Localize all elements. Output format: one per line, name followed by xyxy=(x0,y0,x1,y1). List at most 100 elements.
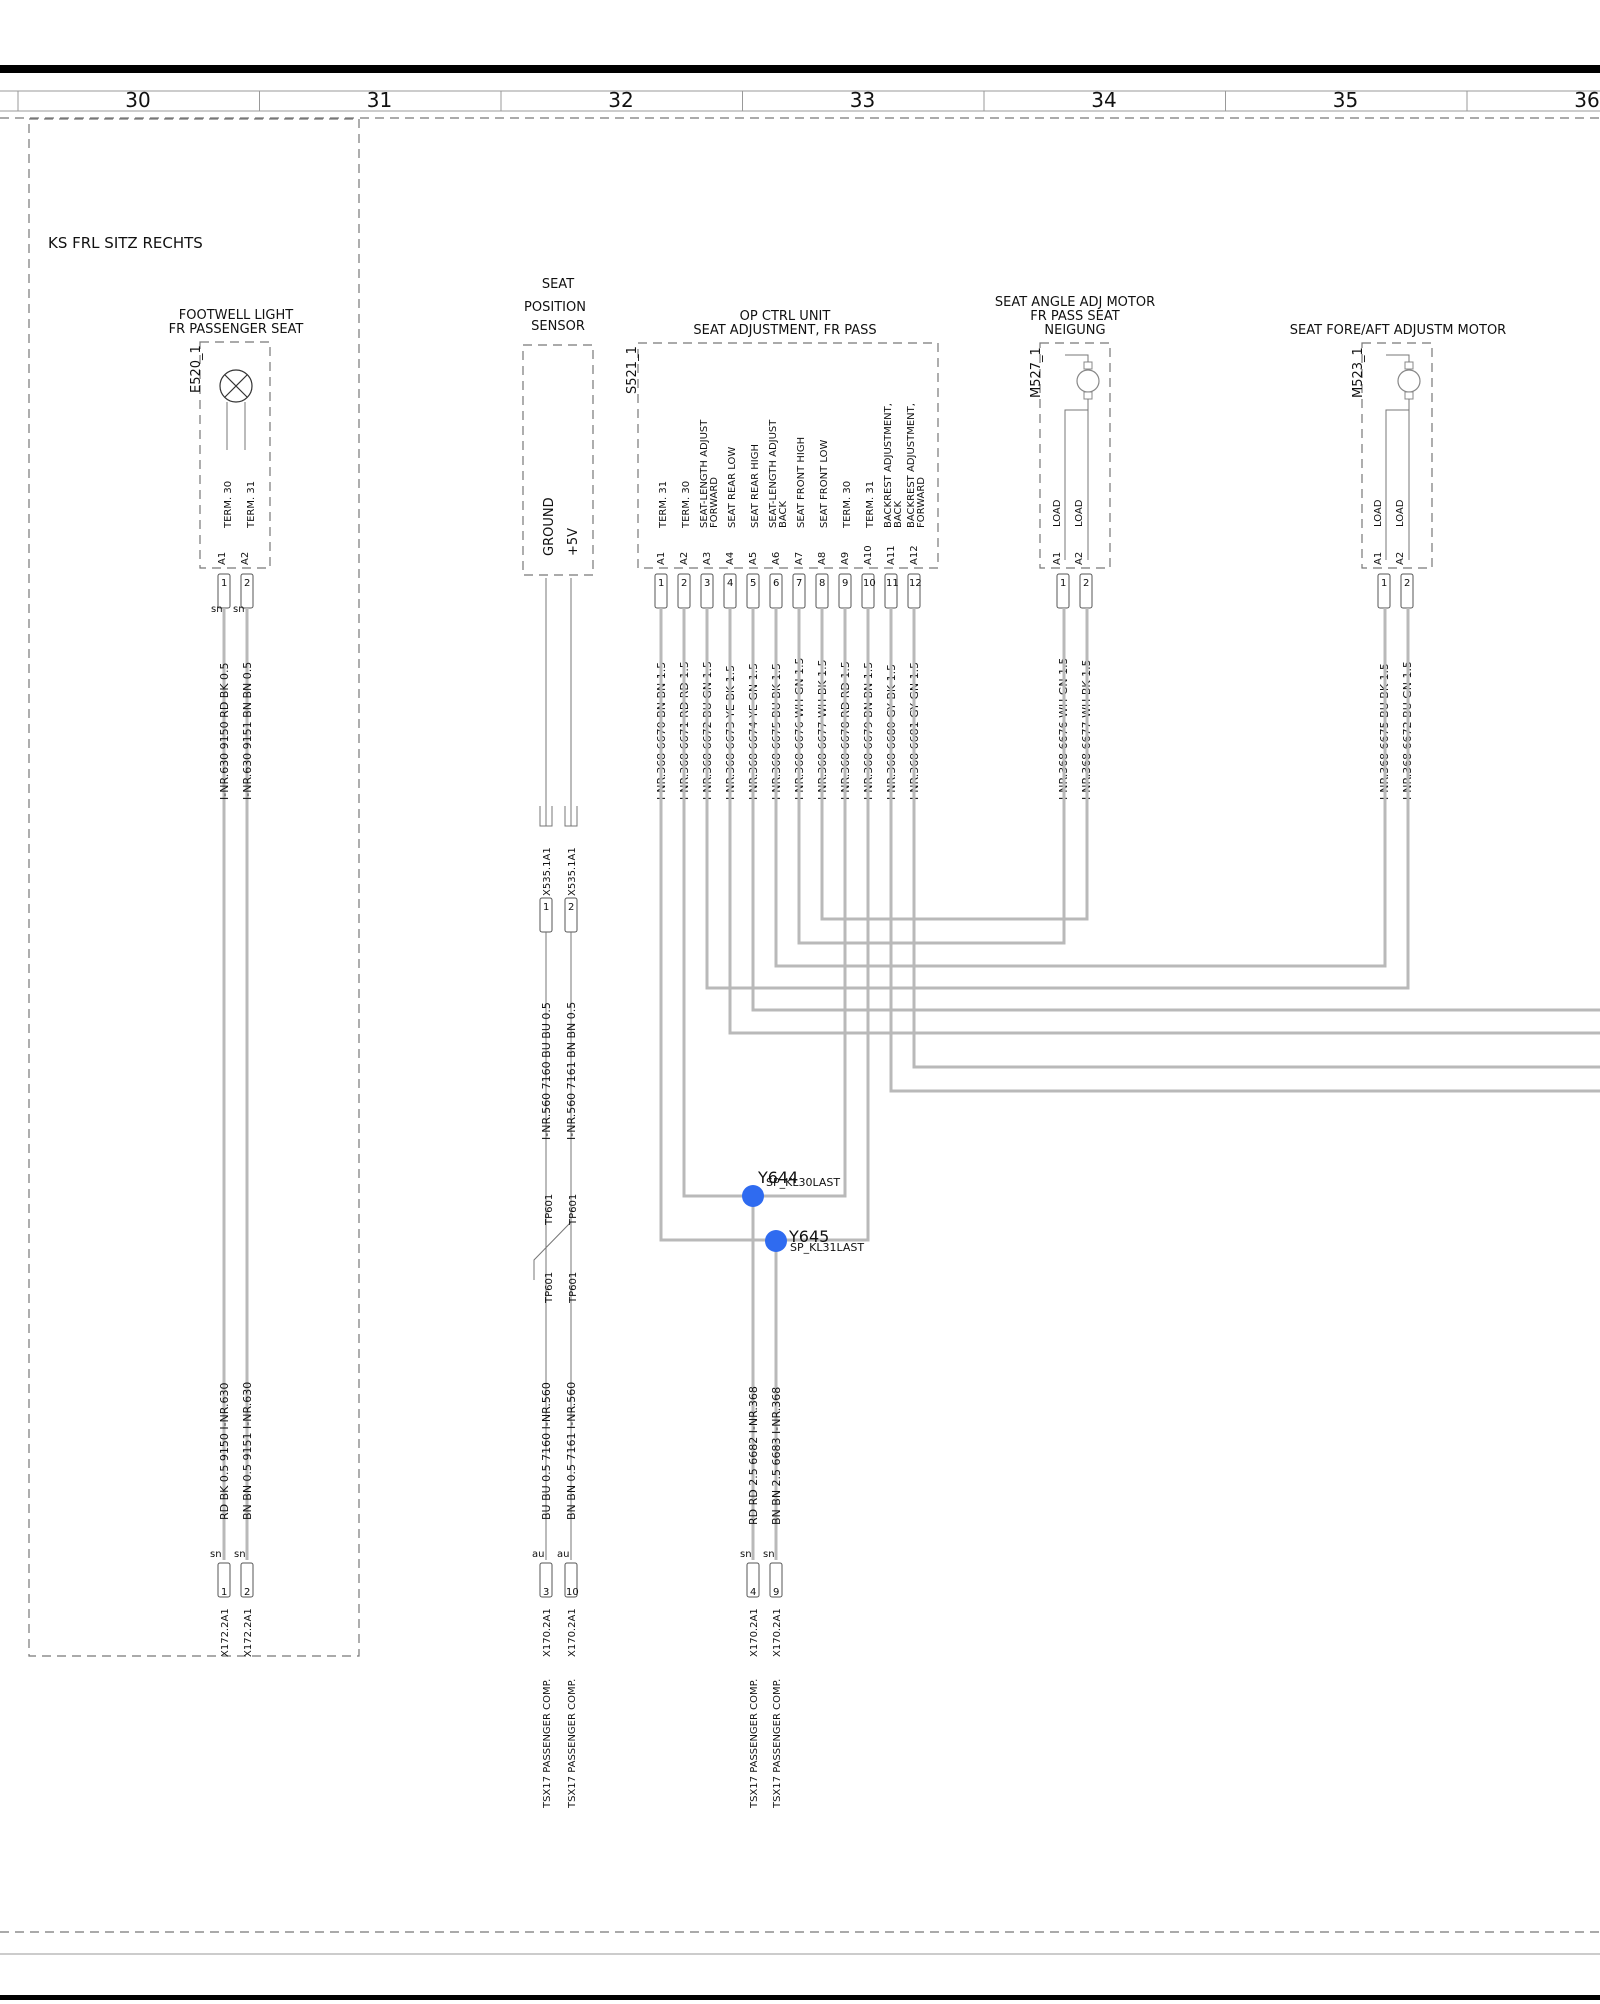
sensor-title-3: SENSOR xyxy=(531,319,585,334)
bc-splice-pin-1: 4 xyxy=(750,1587,756,1598)
sensor-wire2-bottom-label: BN BN 0.5 7161 I-NR.560 xyxy=(565,1382,578,1520)
bc-sensor-dest-1: TSX17 PASSENGER COMP. xyxy=(542,1679,553,1809)
sensor-wire1-label: I-NR.560 7160 BU BU 0.5 xyxy=(540,1002,553,1140)
pin-number: 7 xyxy=(796,578,802,589)
splice-y644-name: SP_KL30LAST xyxy=(766,1176,840,1189)
opctrl-pin-function: TERM. 30 xyxy=(681,481,692,529)
opctrl-pin-name: A5 xyxy=(748,552,759,565)
column-number: 32 xyxy=(608,88,633,112)
pin-number: 2 xyxy=(681,578,687,589)
opctrl-title-1: OP CTRL UNIT xyxy=(740,309,831,324)
op-ctrl-unit: OP CTRL UNIT SEAT ADJUSTMENT, FR PASS S5… xyxy=(625,309,939,800)
angle-title-3: NEIGUNG xyxy=(1044,323,1105,338)
bottom-connectors: sn sn 1 2 X172.2A1 X172.2A1 au au 3 10 X… xyxy=(210,1549,783,1809)
bc-splice-pin-2: 9 xyxy=(773,1587,779,1598)
column-number: 30 xyxy=(125,88,150,112)
sensor-wire2-label: I-NR.560 7161 BN BN 0.5 xyxy=(565,1002,578,1140)
bc-sensor-pin-1: 3 xyxy=(543,1587,549,1598)
opctrl-pin-function: BACKREST ADJUSTMENT, xyxy=(906,403,917,528)
motor-icon xyxy=(1076,369,1100,393)
column-number: 33 xyxy=(850,88,875,112)
footwell-title-2: FR PASSENGER SEAT xyxy=(169,322,304,337)
foreaft-ref: M523_1 xyxy=(1351,347,1366,398)
footwell-housing xyxy=(199,341,271,569)
bc-sensor-tag-1: au xyxy=(532,1549,544,1560)
angle-load-1: LOAD xyxy=(1052,499,1063,527)
tp601-label-4: TP601 xyxy=(568,1272,579,1304)
opctrl-pin-a12: BACKREST ADJUSTMENT,FORWARDA1212I-NR.368… xyxy=(906,403,927,800)
svg-text:1: 1 xyxy=(221,578,227,589)
pin-number: 4 xyxy=(727,578,733,589)
opctrl-pin-function: SEAT REAR HIGH xyxy=(750,444,761,528)
routed-wires xyxy=(659,608,1600,1560)
footwell-title-1: FOOTWELL LIGHT xyxy=(179,308,293,323)
tp601-label-3: TP601 xyxy=(544,1272,555,1304)
opctrl-pin-function: FORWARD xyxy=(709,477,720,528)
pin-number: 10 xyxy=(863,578,876,589)
splice-y645-id: Y645 xyxy=(788,1227,829,1246)
area-boundary xyxy=(28,118,360,1657)
footwell-light: FOOTWELL LIGHT FR PASSENGER SEAT E520_1 … xyxy=(169,308,304,1560)
svg-text:1: 1 xyxy=(543,902,549,913)
opctrl-pin-function: BACKREST ADJUSTMENT, xyxy=(883,403,894,528)
opctrl-ref: S521_1 xyxy=(625,346,640,394)
pin-number: 9 xyxy=(842,578,848,589)
angle-ref: M527_1 xyxy=(1029,347,1044,398)
angle-title-2: FR PASS SEAT xyxy=(1030,309,1120,324)
pin-number: 6 xyxy=(773,578,779,589)
footwell-ref: E520_1 xyxy=(189,345,204,393)
footwell-pin1-tag: sn xyxy=(211,604,223,615)
opctrl-pin-name: A9 xyxy=(840,552,851,565)
pin-number: 8 xyxy=(819,578,825,589)
lamp-cross-icon xyxy=(224,374,248,398)
bc-splice-dest-1: TSX17 PASSENGER COMP. xyxy=(749,1679,760,1809)
footwell-wire2-bottom-label: BN BN 0.5 9151 I-NR.630 xyxy=(241,1382,254,1520)
bc-sensor-tag-2: au xyxy=(557,1549,569,1560)
sensor-title-1: SEAT xyxy=(542,277,574,292)
pin-number: 1 xyxy=(658,578,664,589)
opctrl-pin-name: A6 xyxy=(771,552,782,565)
angle-housing xyxy=(1039,342,1111,569)
opctrl-pin-function: TERM. 31 xyxy=(658,481,669,529)
area-label: KS FRL SITZ RECHTS xyxy=(48,234,203,252)
svg-text:A1: A1 xyxy=(1052,552,1063,565)
svg-text:A2: A2 xyxy=(1395,552,1406,565)
sensor-title-2: POSITION xyxy=(524,300,586,315)
splice-wire1-label: RD RD 2.5 6682 I-NR.368 xyxy=(747,1386,760,1525)
footwell-pin1-term: TERM. 30 xyxy=(223,481,234,529)
opctrl-pin-name: A10 xyxy=(863,545,874,565)
bc-splice-conn-2: X170.2A1 xyxy=(772,1608,783,1657)
opctrl-pin-name: A2 xyxy=(679,552,690,565)
seat-position-sensor: SEAT POSITION SENSOR GROUND +5V X535.1A1… xyxy=(522,277,594,1560)
column-number: 34 xyxy=(1091,88,1116,112)
bc-sensor-pin-2: 10 xyxy=(566,1587,579,1598)
splice-wire2-label: BN BN 2.5 6683 I-NR.368 xyxy=(770,1387,783,1525)
opctrl-pin-function: BACK xyxy=(893,500,904,528)
opctrl-title-2: SEAT ADJUSTMENT, FR PASS xyxy=(693,323,876,338)
tp601-label-2: TP601 xyxy=(568,1194,579,1226)
top-border-bar xyxy=(0,65,1600,73)
opctrl-pin-name: A3 xyxy=(702,552,713,565)
footwell-pin2-tag: sn xyxy=(233,604,245,615)
opctrl-pin-function: TERM. 31 xyxy=(865,481,876,529)
bc-footwell-pin-2: 2 xyxy=(244,1587,250,1598)
splice-y644-id: Y644 xyxy=(757,1168,798,1187)
opctrl-pin-function: FORWARD xyxy=(916,477,927,528)
sensor-housing xyxy=(522,344,594,576)
splice-y645-name: SP_KL31LAST xyxy=(790,1241,864,1254)
bottom-border-bar xyxy=(0,1995,1600,2000)
foreaft-housing xyxy=(1361,342,1433,569)
pin-number: 3 xyxy=(704,578,710,589)
seat-angle-motor: SEAT ANGLE ADJ MOTOR FR PASS SEAT NEIGUN… xyxy=(995,295,1155,800)
bc-footwell-pin-1: 1 xyxy=(221,1587,227,1598)
foreaft-load-2: LOAD xyxy=(1395,499,1406,527)
svg-text:A1: A1 xyxy=(1373,552,1384,565)
svg-text:2: 2 xyxy=(244,578,250,589)
footwell-wire1-bottom-label: RD BK 0.5 9150 I-NR.630 xyxy=(218,1382,231,1520)
bc-splice-conn-1: X170.2A1 xyxy=(749,1608,760,1657)
svg-text:2: 2 xyxy=(1083,578,1089,589)
svg-text:2: 2 xyxy=(568,902,574,913)
sensor-plus5v-label: +5V xyxy=(566,528,581,556)
